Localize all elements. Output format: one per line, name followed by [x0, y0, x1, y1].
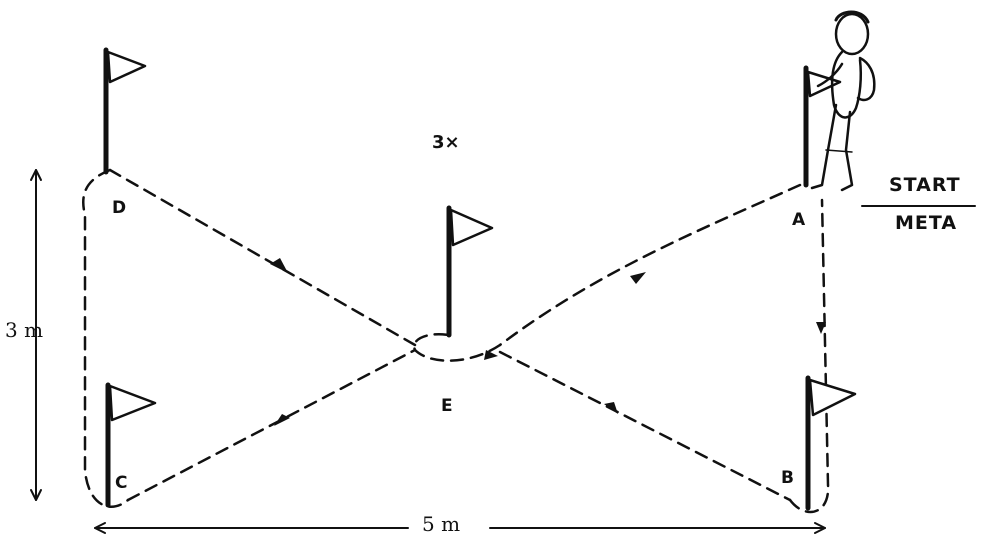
runner-figure-icon — [810, 10, 876, 192]
flag-e-icon — [446, 205, 494, 338]
point-a-label: A — [792, 210, 806, 230]
height-dimension-line — [30, 169, 42, 501]
direction-arrows — [270, 258, 826, 426]
flag-d-icon — [103, 47, 147, 175]
start-label: START — [889, 174, 961, 196]
flag-a-icon — [803, 65, 842, 188]
finish-label: META — [895, 212, 958, 234]
point-b-label: B — [781, 468, 794, 488]
width-dimension-line — [94, 522, 826, 534]
width-dimension-label: 5 m — [422, 512, 461, 536]
flag-b-icon — [805, 375, 857, 511]
flag-c-icon — [105, 382, 157, 508]
running-path — [82, 168, 830, 514]
point-c-label: C — [115, 473, 128, 493]
point-d-label: D — [112, 198, 127, 218]
point-e-label: E — [441, 396, 453, 416]
repetitions-label: 3× — [432, 132, 460, 153]
height-dimension-label: 3 m — [5, 318, 44, 342]
